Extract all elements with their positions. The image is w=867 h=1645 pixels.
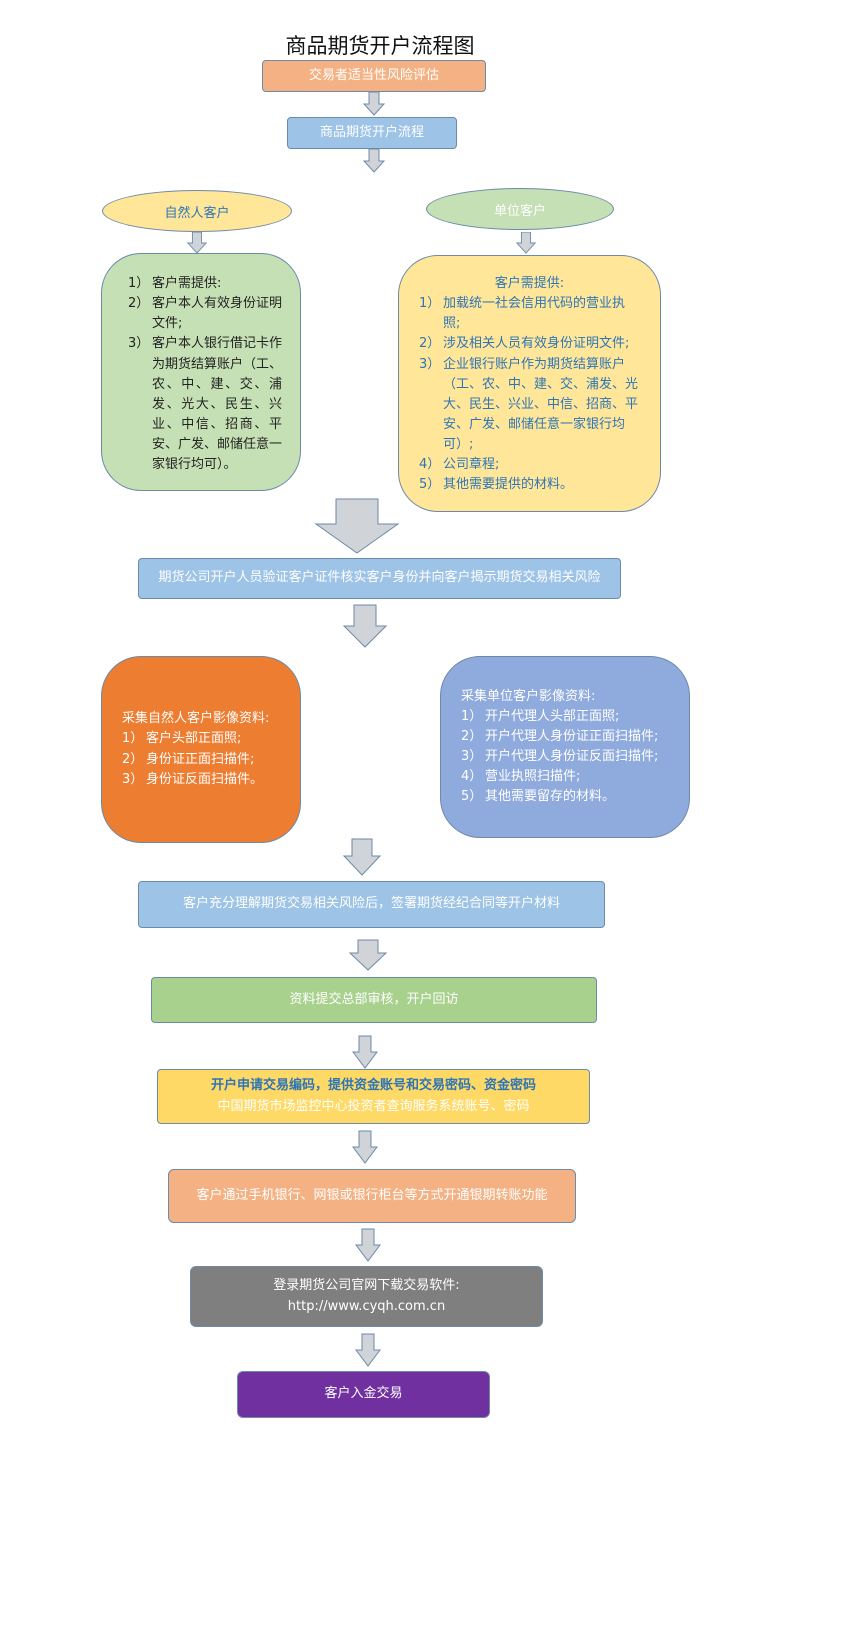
down-arrow-icon <box>515 232 537 254</box>
institution-requirements-list: 1）加载统一社会信用代码的营业执照; 2）涉及相关人员有效身份证明文件; 3）企… <box>419 294 640 495</box>
list-item: 2）身份证正面扫描件; <box>122 751 255 767</box>
account-process-label: 商品期货开户流程 <box>319 124 424 140</box>
list-item: 5）其他需要留存的材料。 <box>461 789 616 805</box>
down-arrow-icon <box>362 149 386 173</box>
institution-requirements-panel: 客户需提供: 1）加载统一社会信用代码的营业执照; 2）涉及相关人员有效身份证明… <box>398 255 661 512</box>
review-box: 资料提交总部审核，开户回访 <box>151 977 597 1023</box>
institution-images-heading: 采集单位客户影像资料: <box>461 688 596 704</box>
list-item: 4）营业执照扫描件; <box>461 769 581 785</box>
review-label: 资料提交总部审核，开户回访 <box>289 991 459 1007</box>
list-item: 1）加载统一社会信用代码的营业执照; <box>419 296 626 332</box>
page-title: 商品期货开户流程图 <box>285 34 475 58</box>
account-process-box: 商品期货开户流程 <box>287 117 457 149</box>
list-item: 2）涉及相关人员有效身份证明文件; <box>419 336 630 352</box>
down-arrow-icon <box>355 1333 381 1367</box>
institution-requirements-heading: 客户需提供: <box>494 276 565 291</box>
down-arrow-icon <box>342 604 388 648</box>
down-arrow-icon <box>352 1130 378 1164</box>
down-arrow-icon <box>186 232 208 254</box>
list-item: 2）开户代理人身份证正面扫描件; <box>461 728 659 744</box>
trading-code-line1: 开户申请交易编码，提供资金账号和交易密码、资金密码 <box>210 1078 536 1094</box>
bank-transfer-label: 客户通过手机银行、网银或银行柜台等方式开通银期转账功能 <box>196 1187 548 1203</box>
bank-transfer-box: 客户通过手机银行、网银或银行柜台等方式开通银期转账功能 <box>168 1169 576 1223</box>
list-item: 1）开户代理人头部正面照; <box>461 708 620 724</box>
natural-images-panel: 采集自然人客户影像资料: 1）客户头部正面照; 2）身份证正面扫描件; 3）身份… <box>101 656 301 843</box>
institution-images-list: 1）开户代理人头部正面照; 2）开户代理人身份证正面扫描件; 3）开户代理人身份… <box>461 707 677 808</box>
list-item: 3）客户本人银行借记卡作为期货结算账户（工、农、中、建、交、浦发、光大、民生、兴… <box>128 336 283 473</box>
sign-contract-box: 客户充分理解期货交易相关风险后，签署期货经纪合同等开户材料 <box>138 881 605 928</box>
download-url-link[interactable]: http://www.cyqh.com.cn <box>287 1298 446 1314</box>
down-arrow-icon <box>348 939 388 971</box>
list-item: 1）客户需提供: <box>128 276 222 291</box>
list-item: 5）其他需要提供的材料。 <box>419 477 574 493</box>
list-item: 3）开户代理人身份证反面扫描件; <box>461 749 659 764</box>
down-arrow-icon <box>342 838 382 876</box>
risk-assessment-box: 交易者适当性风险评估 <box>262 60 486 92</box>
down-arrow-icon <box>355 1228 381 1262</box>
natural-person-label: 自然人客户 <box>164 205 230 221</box>
verify-label: 期货公司开户人员验证客户证件核实客户身份并向客户揭示期货交易相关风险 <box>158 570 601 586</box>
list-item: 4）公司章程; <box>419 457 500 473</box>
list-item: 2）客户本人有效身份证明文件; <box>128 296 283 332</box>
down-arrow-icon <box>362 92 386 116</box>
natural-requirements-list: 1）客户需提供: 2）客户本人有效身份证明文件; 3）客户本人银行借记卡作为期货… <box>128 274 282 475</box>
deposit-label: 客户入金交易 <box>324 1386 403 1402</box>
down-arrow-icon <box>352 1035 378 1069</box>
institution-images-panel: 采集单位客户影像资料: 1）开户代理人头部正面照; 2）开户代理人身份证正面扫描… <box>440 656 690 838</box>
trading-code-box: 开户申请交易编码，提供资金账号和交易密码、资金密码 中国期货市场监控中心投资者查… <box>157 1069 590 1124</box>
list-item: 1）客户头部正面照; <box>122 731 242 747</box>
natural-person-ellipse: 自然人客户 <box>102 190 292 232</box>
institution-ellipse: 单位客户 <box>426 188 614 230</box>
risk-assessment-label: 交易者适当性风险评估 <box>308 67 439 83</box>
list-item: 3）身份证反面扫描件。 <box>122 771 264 787</box>
natural-images-list: 1）客户头部正面照; 2）身份证正面扫描件; 3）身份证反面扫描件。 <box>122 729 288 789</box>
sign-contract-label: 客户充分理解期货交易相关风险后，签署期货经纪合同等开户材料 <box>182 896 560 912</box>
download-box: 登录期货公司官网下载交易软件: http://www.cyqh.com.cn <box>190 1266 543 1327</box>
natural-images-heading: 采集自然人客户影像资料: <box>122 711 270 727</box>
deposit-box: 客户入金交易 <box>237 1371 490 1418</box>
trading-code-line2: 中国期货市场监控中心投资者查询服务系统账号、密码 <box>217 1098 530 1114</box>
institution-label: 单位客户 <box>493 203 546 219</box>
verify-box: 期货公司开户人员验证客户证件核实客户身份并向客户揭示期货交易相关风险 <box>138 558 621 599</box>
list-item: 3）企业银行账户作为期货结算账户（工、农、中、建、交、浦发、光大、民生、兴业、中… <box>419 356 639 453</box>
large-down-arrow-icon <box>314 498 400 554</box>
natural-requirements-panel: 1）客户需提供: 2）客户本人有效身份证明文件; 3）客户本人银行借记卡作为期货… <box>101 253 301 491</box>
download-line1: 登录期货公司官网下载交易软件: <box>273 1278 460 1294</box>
